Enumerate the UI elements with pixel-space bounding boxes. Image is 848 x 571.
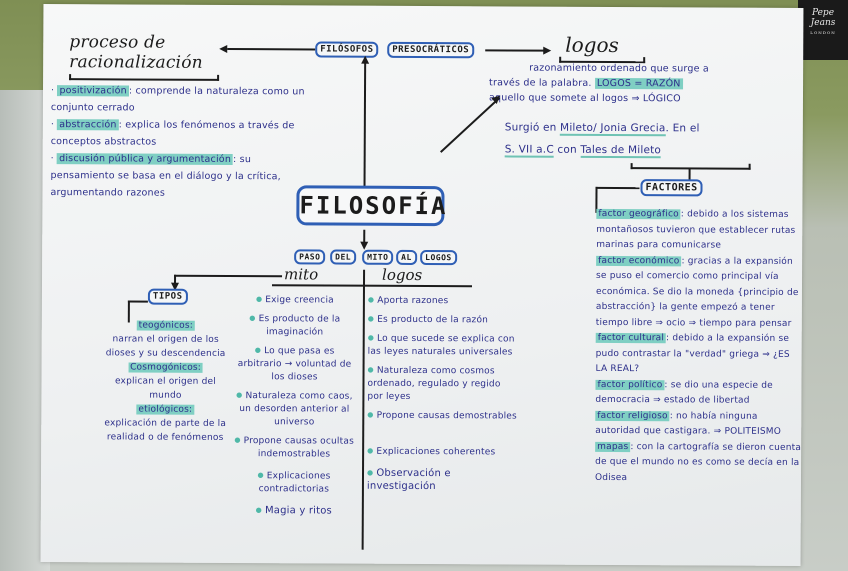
logos-highlight: LOGOS = RAZÓN (594, 77, 683, 90)
brand-name: Pepe Jeans (810, 8, 836, 28)
mito-item: Es producto de la imaginación (232, 312, 358, 340)
mito-column: Exige creencia Es producto de la imagina… (231, 293, 358, 523)
origen-text2: . En el (665, 122, 700, 135)
presocraticos-label: PRESOCRÁTICOS (387, 41, 475, 59)
mito-item: Explicaciones contradictorias (231, 469, 357, 497)
arrow-left-icon (219, 44, 228, 53)
factor-item: mapas: con la cartografía se dieron cuen… (595, 439, 801, 487)
connector-line (127, 300, 148, 303)
connector-line (363, 62, 367, 189)
connector-line (440, 97, 501, 153)
tipo-item: etiológicos: explicación de parte de la r… (101, 402, 229, 445)
logos-item: Es producto de la razón (368, 313, 518, 328)
factor-label: factor geográfico (596, 208, 681, 220)
logos-line3: aquello que somete al logos ⇒ LÓGICO (488, 92, 681, 105)
logos-item: Propone causas demostrables (367, 409, 517, 424)
tipo-item: Cosmogónicos: explican el origen del mund… (101, 360, 229, 403)
factor-item: factor geográfico: debido a los sistemas… (596, 207, 802, 255)
connector-line (227, 47, 316, 51)
origen-text3: con (553, 143, 581, 156)
tipo-label: etiológicos: (136, 404, 195, 415)
tipo-label: teogónicos: (136, 320, 195, 331)
proceso-item: · abstracción: explica los fenómenos a t… (50, 119, 295, 148)
paso-word: MITO (362, 249, 394, 265)
logos-item: Lo que sucede se explica con las leyes n… (368, 332, 518, 360)
factor-label: factor religioso (595, 410, 670, 421)
tipos-list: teogónicos: narran el origen de los diose… (101, 318, 230, 445)
proceso-item-label: discusión pública y argumentación (57, 153, 234, 166)
origen-place: Mileto/ Jonia Grecia (560, 121, 666, 137)
logos-definition: razonamiento ordenado que surge a través… (489, 60, 779, 107)
factor-text: : gracias a la expansión se puso el come… (595, 255, 799, 329)
proceso-title: proceso de racionalización (69, 32, 203, 73)
factor-label: mapas (595, 441, 631, 452)
logos-line1: razonamiento ordenado que surge a (529, 62, 709, 75)
mito-item: Exige creencia (232, 293, 358, 308)
mito-item: Lo que pasa es arbitrario → voluntad de … (231, 344, 357, 385)
proceso-item-label: positivización (57, 85, 129, 97)
proceso-item-label: abstracción (57, 119, 119, 131)
factor-item: factor económico: gracias a la expansión… (596, 253, 802, 332)
proceso-title-line1: proceso de (69, 32, 166, 53)
paso-word: PASO (294, 249, 326, 265)
factor-item: factor cultural: debido a la expansión s… (596, 331, 802, 379)
factor-label: factor cultural (595, 332, 667, 344)
table-header-line (271, 284, 472, 288)
tipo-item: teogónicos: narran el origen de los diose… (102, 318, 230, 361)
proceso-title-line2: racionalización (69, 52, 203, 73)
origen-text1: Surgió en (504, 121, 561, 134)
connector-line (485, 49, 546, 52)
logos-title: logos (565, 32, 619, 58)
factor-item: factor religioso: no había ninguna autor… (595, 408, 801, 440)
paso-word: LOGOS (420, 249, 457, 266)
proceso-item: · positivización: comprende la naturalez… (50, 85, 305, 114)
logos-header: logos (382, 265, 423, 285)
logos-item: Observación e investigación (367, 467, 517, 494)
tipo-text: explican el origen del mundo (114, 376, 217, 401)
factor-label: factor económico (596, 255, 682, 266)
proceso-item: · discusión pública y argumentación: su … (50, 153, 281, 199)
mito-item: Naturaleza como caos, un desorden anteri… (231, 389, 357, 430)
mito-item: Magia y ritos (231, 504, 357, 518)
logos-item: Explicaciones coherentes (367, 445, 517, 460)
factor-item: factor político: se dio una especie de d… (595, 377, 801, 409)
mito-header: mito (284, 265, 319, 284)
factores-label: FACTORES (640, 179, 703, 197)
brand-tag: Pepe Jeans LONDON (798, 0, 848, 60)
arrow-right-icon (543, 46, 552, 55)
mito-item: Propone causas ocultas indemostrables (231, 434, 357, 462)
origen-person: Tales de Mileto (580, 143, 662, 159)
tipos-label: TIPOS (147, 288, 188, 305)
factores-list: factor geográfico: debido a los sistemas… (595, 207, 802, 487)
proceso-list: · positivización: comprende la naturalez… (50, 82, 306, 202)
main-title-filosofia: FILOSOFÍA (296, 185, 448, 227)
paso-word: AL (396, 249, 417, 265)
logos-line2: través de la palabra. LOGOS = RAZÓN (489, 75, 779, 92)
connector-line (174, 274, 283, 278)
concept-map-paper: proceso de racionalización · positivizac… (40, 4, 804, 566)
origen-century: S. VII a.C (504, 143, 554, 158)
factor-label: factor político (595, 379, 665, 390)
table-divider-line (361, 269, 366, 550)
origen-text: Surgió en Mileto/ Jonia Grecia. En el S.… (504, 116, 785, 161)
tipo-label: Cosmogónicos: (128, 362, 204, 373)
tipo-text: explicación de parte de la realidad o de… (104, 418, 227, 443)
logos-item: Aporta razones (368, 294, 518, 309)
connector-line (595, 186, 640, 190)
paso-word: DEL (330, 249, 357, 265)
tipo-text: narran el origen de los dioses y su desc… (105, 334, 226, 359)
brand-city: LONDON (810, 30, 836, 35)
arrow-down-icon (360, 241, 369, 250)
logos-item: Naturaleza como cosmos ordenado, regulad… (367, 364, 517, 405)
logos-line2-text: través de la palabra. (489, 77, 592, 89)
logos-column: Aporta razones Es producto de la razón L… (367, 294, 518, 499)
proceso-bracket (69, 74, 220, 81)
